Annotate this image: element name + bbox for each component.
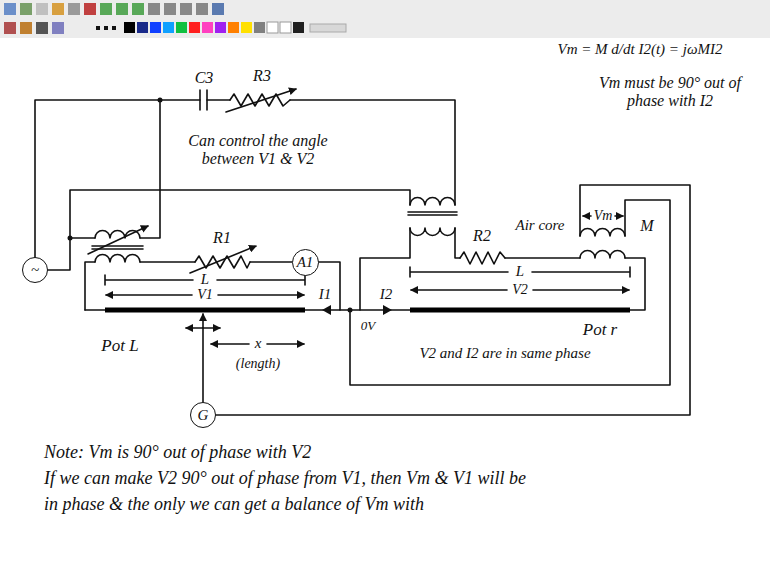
ammeter-circle: A1 — [292, 249, 319, 276]
node-text: ~ — [31, 263, 39, 278]
dimension-label: (length) — [234, 356, 282, 372]
signal-label: V2 — [510, 282, 530, 298]
component-label: R2 — [471, 227, 493, 245]
current-arrow — [383, 305, 392, 315]
dimension-label: x — [253, 335, 264, 352]
node-text: G — [198, 408, 209, 423]
note-text: in phase & the only we can get a balance… — [42, 494, 426, 515]
coil-symbol — [410, 198, 455, 206]
circuit-wires — [35, 89, 690, 415]
signal-label: V1 — [195, 287, 215, 303]
equation-label: Vm = M d/dt I2(t) = jωMI2 — [556, 41, 725, 58]
resistor-symbol — [195, 256, 250, 268]
note-label: V2 and I2 are in same phase — [417, 345, 592, 362]
current-arrow — [322, 305, 331, 315]
iron-core — [92, 246, 143, 249]
note-label: Vm must be 90° out of phase with I2 — [583, 74, 757, 111]
component-label: M — [638, 217, 655, 235]
galvanometer-circle: G — [190, 402, 216, 428]
note-text: If we can make V2 90° out of phase from … — [42, 468, 528, 489]
junction-dots — [68, 98, 353, 313]
coil-symbol — [95, 255, 140, 263]
coil-symbol — [95, 231, 140, 238]
toolbar-icons — [4, 3, 346, 34]
part-label: Pot L — [99, 336, 140, 356]
dimension-label: L — [514, 263, 526, 280]
node-text: A1 — [297, 255, 314, 270]
note-text: Note: Vm is 90° out of phase with V2 — [42, 442, 313, 463]
note-label: Can control the angle between V1 & V2 — [169, 132, 348, 169]
potentiometer-wire — [410, 308, 630, 313]
note-label: Air core — [513, 217, 567, 234]
current-label: I2 — [378, 286, 395, 303]
part-label: Pot r — [581, 320, 619, 340]
ac-source: ~ — [22, 257, 48, 283]
toolbar — [0, 0, 770, 38]
component-label: R1 — [211, 229, 233, 247]
coil-symbol — [580, 229, 625, 236]
iron-core — [408, 212, 457, 215]
resistor-symbol — [460, 252, 505, 264]
potentiometer-wire — [105, 308, 305, 313]
coil-symbol — [580, 251, 625, 258]
component-label: C3 — [193, 69, 216, 87]
signal-label: Vm — [592, 208, 615, 224]
capacitor-symbol — [200, 90, 207, 110]
coil-symbol — [410, 228, 455, 236]
current-label: I1 — [317, 286, 334, 303]
component-label: R3 — [251, 67, 273, 85]
node-label: 0V — [359, 319, 377, 334]
